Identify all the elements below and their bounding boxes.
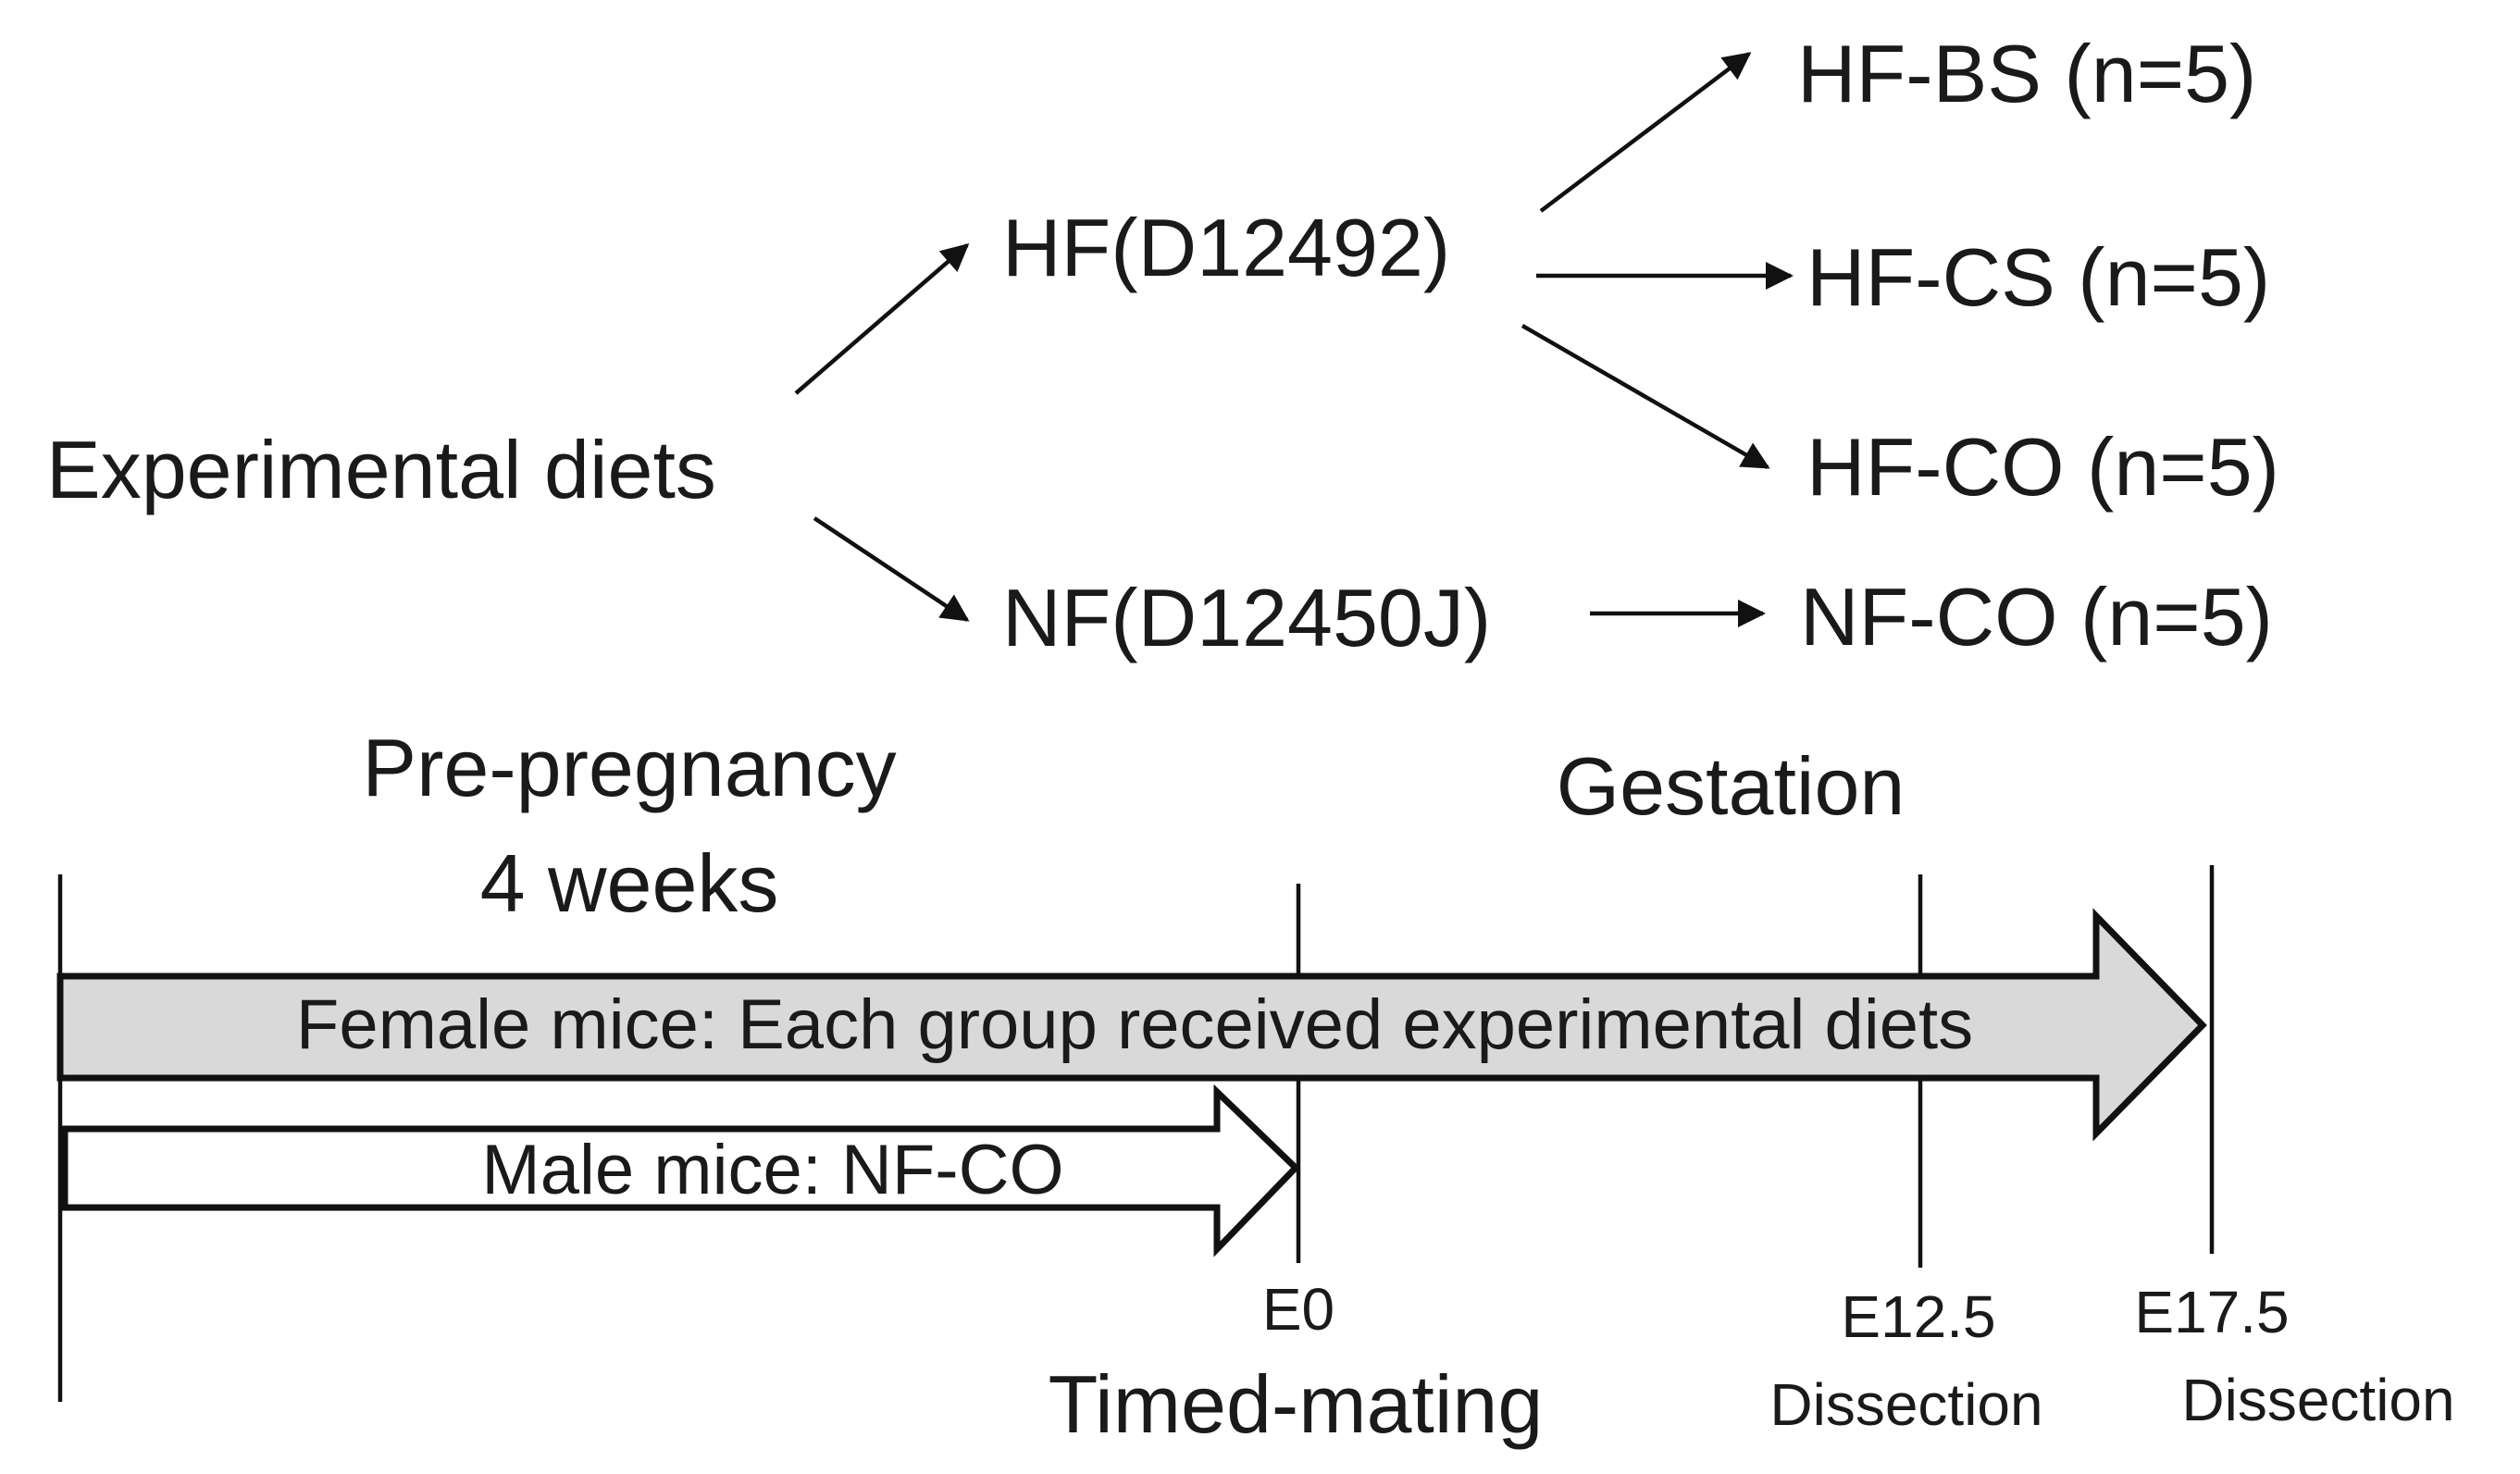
- arrow-hf-to-hfbs: [1539, 52, 1752, 213]
- label-e0-caption: Timed-mating: [1049, 1358, 1544, 1450]
- phase-gestation: Gestation: [1557, 740, 1906, 832]
- male-diet-bar: [61, 1084, 1300, 1257]
- phase-pre-pregnancy: Pre-pregnancy: [362, 722, 896, 813]
- group-hf-bs: HF-BS (n=5): [1797, 28, 2256, 119]
- nf-diet-label: NF(D12450J): [1002, 572, 1491, 663]
- group-hf-cs: HF-CS (n=5): [1806, 231, 2270, 323]
- label-e17-caption: Dissection: [2181, 1367, 2454, 1433]
- label-e12-caption: Dissection: [1769, 1371, 2042, 1438]
- male-bar-label: Male mice: NF-CO: [481, 1131, 1063, 1209]
- label-e17: E17.5: [2134, 1279, 2289, 1345]
- group-nf-co: NF-CO (n=5): [1800, 571, 2273, 663]
- label-e12: E12.5: [1841, 1283, 1995, 1350]
- root-label: Experimental diets: [46, 424, 716, 515]
- female-diet-bar: [56, 908, 2207, 1142]
- arrow-root-to-hf: [794, 243, 970, 395]
- hf-diet-label: HF(D12492): [1002, 202, 1450, 293]
- group-hf-co: HF-CO (n=5): [1806, 421, 2279, 513]
- arrow-hf-to-hfco: [1521, 324, 1770, 469]
- phase-pre-duration: 4 weeks: [480, 837, 779, 929]
- label-e0: E0: [1262, 1276, 1334, 1343]
- female-bar-label: Female mice: Each group received experim…: [296, 985, 1973, 1064]
- arrow-root-to-nf: [813, 516, 970, 622]
